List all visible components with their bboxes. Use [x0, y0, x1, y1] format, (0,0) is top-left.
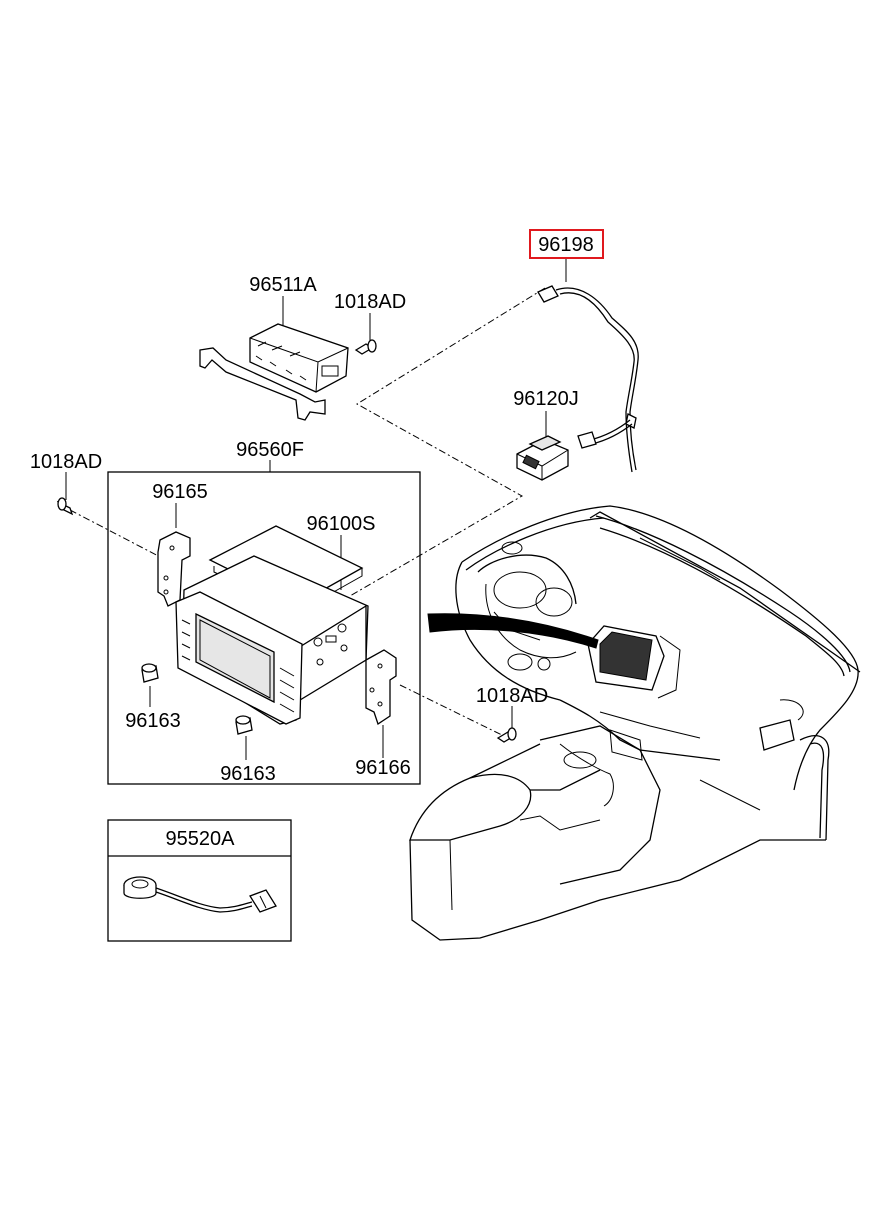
screw-1018AD-right[interactable] — [496, 727, 517, 743]
microphone-95520A[interactable] — [123, 876, 277, 913]
label-96198[interactable]: 96198 — [538, 234, 594, 256]
label-96100S[interactable]: 96100S — [307, 513, 376, 535]
bracket-96166[interactable] — [365, 649, 397, 726]
label-95520A[interactable]: 95520A — [166, 828, 236, 850]
usb-jack-96120J[interactable] — [516, 435, 569, 481]
amplifier-module-96511A[interactable] — [199, 323, 349, 421]
label-1018AD-top[interactable]: 1018AD — [334, 291, 406, 313]
label-96163-b[interactable]: 96163 — [220, 763, 276, 785]
screw-1018AD-left[interactable] — [56, 497, 74, 516]
connection-lines — [69, 287, 546, 739]
usb-cable-96198[interactable] — [537, 285, 639, 473]
head-unit-96100S[interactable] — [175, 525, 369, 725]
dashboard-illustration — [409, 505, 861, 941]
label-96166[interactable]: 96166 — [355, 757, 411, 779]
knob-96163-b[interactable] — [235, 715, 253, 735]
assembly-96560F-frame — [107, 471, 421, 785]
screw-1018AD-top[interactable] — [354, 339, 377, 355]
label-1018AD-left[interactable]: 1018AD — [30, 451, 102, 473]
label-96511A[interactable]: 96511A — [249, 274, 317, 296]
knob-96163-a[interactable] — [141, 663, 159, 683]
label-96120J[interactable]: 96120J — [513, 388, 579, 410]
label-96165[interactable]: 96165 — [152, 481, 208, 503]
part-number-96198[interactable]: 96198 — [529, 229, 604, 259]
label-96163-a[interactable]: 96163 — [125, 710, 181, 732]
label-1018AD-right[interactable]: 1018AD — [476, 685, 548, 707]
label-96560F[interactable]: 96560F — [236, 439, 304, 461]
highlight-box — [529, 229, 604, 259]
detail-95520A-frame — [107, 819, 292, 942]
